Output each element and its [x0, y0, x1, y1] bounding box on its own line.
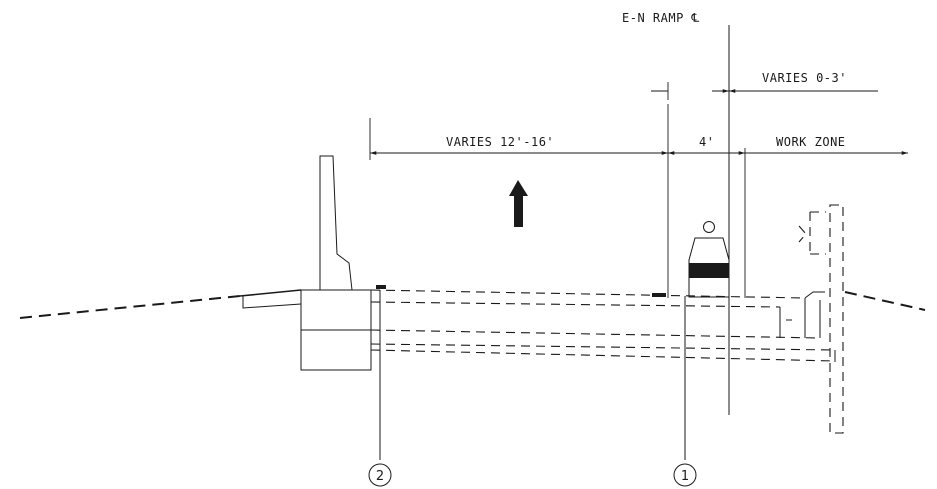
- callout-2-number: 2: [376, 469, 384, 484]
- pavement-layers: [370, 289, 836, 362]
- traffic-direction-arrow: [509, 180, 528, 227]
- concrete-barrier: [300, 155, 372, 371]
- four-ft-label: 4': [699, 135, 714, 149]
- work-zone-label: WORK ZONE: [776, 135, 846, 149]
- centerline-label: E-N RAMP ℄: [622, 11, 700, 25]
- callout-2: 2: [368, 463, 392, 487]
- varies-0-3-label: VARIES 0-3': [762, 71, 847, 85]
- dimension-varies-0-3: [651, 82, 878, 100]
- right-ground: [844, 291, 926, 311]
- dimension-row: [369, 104, 908, 298]
- callout-1-number: 1: [681, 469, 689, 484]
- left-ground: [19, 289, 302, 319]
- callout-1: 1: [673, 463, 697, 487]
- pavement-marker-left: [376, 285, 386, 289]
- traffic-drum: [688, 221, 730, 298]
- pavement-marker-right: [652, 293, 666, 297]
- sign-post: [798, 204, 844, 434]
- varies-12-16-label: VARIES 12'-16': [446, 135, 554, 149]
